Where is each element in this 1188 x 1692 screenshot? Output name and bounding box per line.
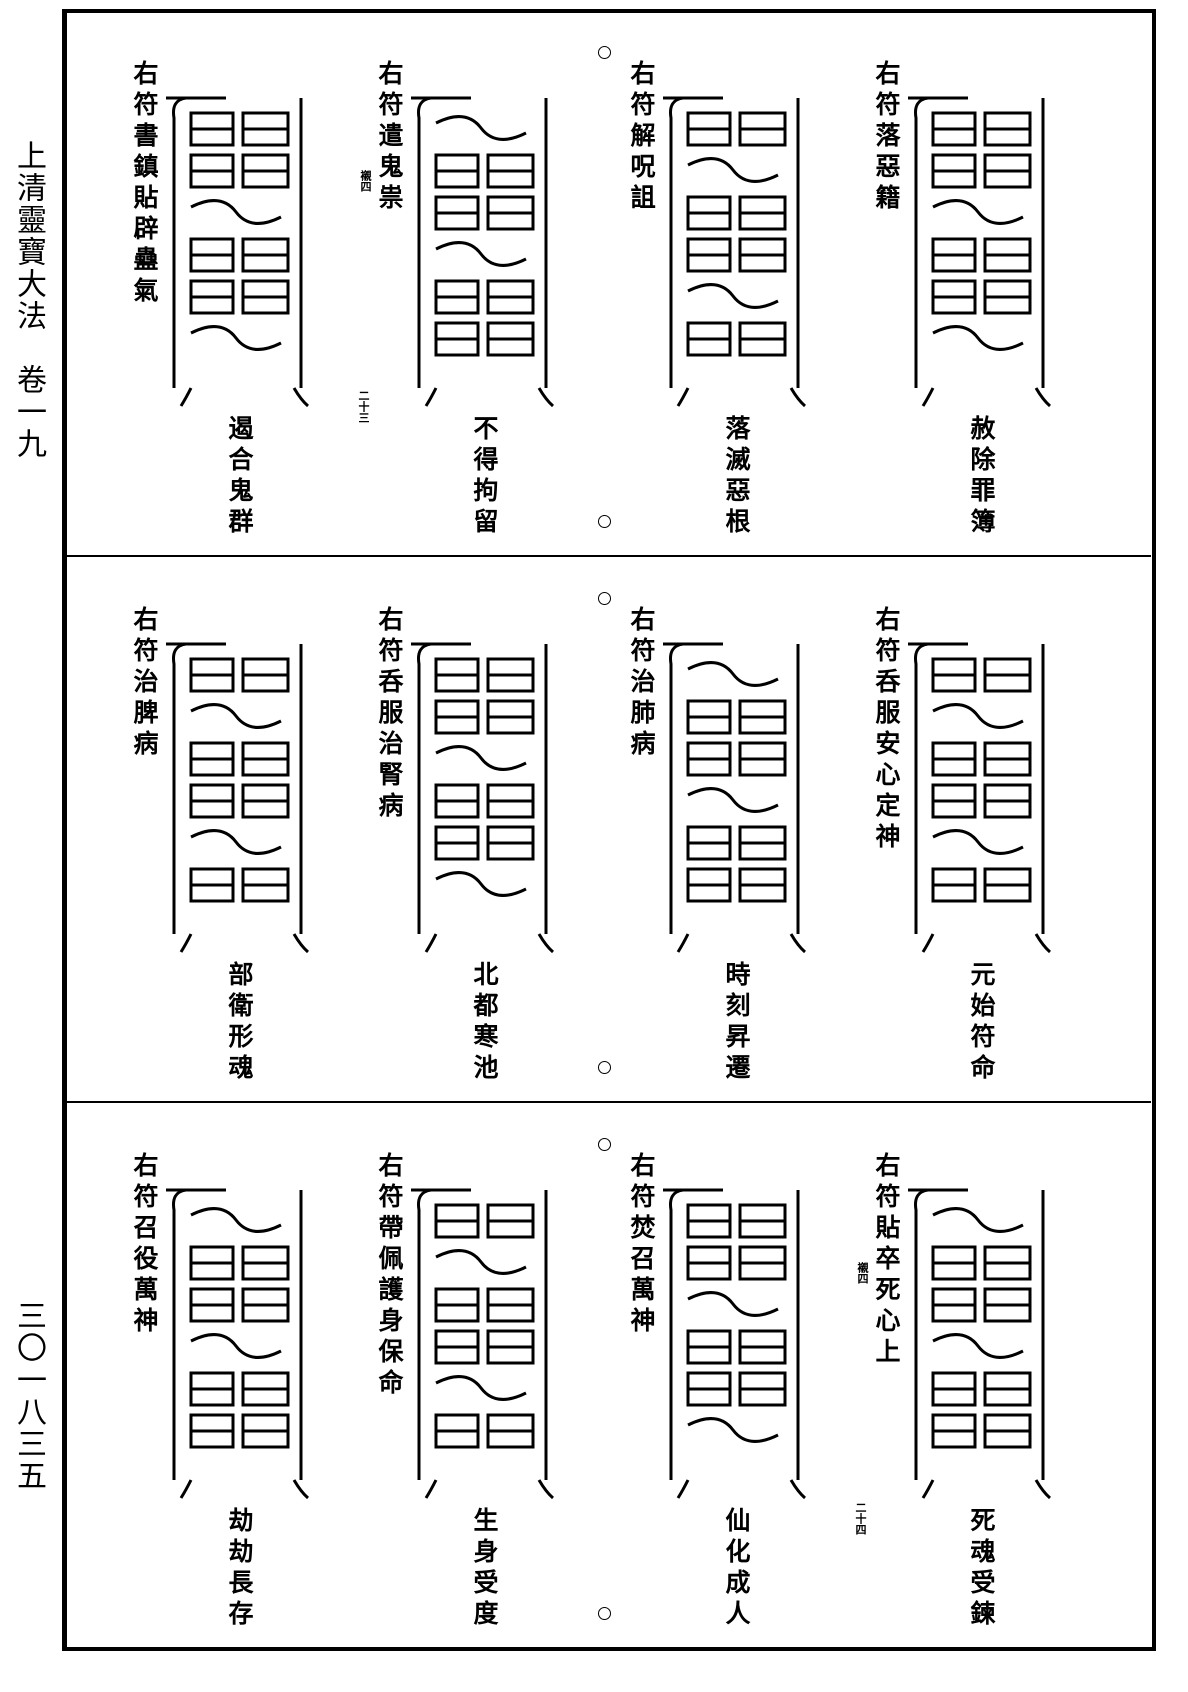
folio-mark: 二十三 [357,390,370,423]
talisman-note: 襯四 [856,1262,869,1284]
talisman-inscription: 劫劫長存 [225,1507,254,1631]
talisman-inscription: 仙化成人 [722,1507,751,1631]
section-circle-mark [598,515,611,528]
talisman-glyph [411,634,556,958]
talisman-caption: 右符解呪詛 [627,60,656,215]
section-circle-mark [598,1607,611,1620]
talisman-inscription: 生身受度 [470,1507,499,1631]
talisman-inscription: 死魂受鍊 [967,1507,996,1631]
row-divider [66,1101,1151,1103]
talisman-panel: 右符貼卒死心上死魂受鍊 襯四二十四 [854,1152,1108,1692]
talisman-glyph [908,88,1053,412]
talisman-glyph [166,634,311,958]
talisman-glyph [166,1180,311,1504]
talisman-caption: 右符治肺病 [627,606,656,761]
running-title: 上清靈寶大法 卷一九 [11,140,46,460]
folio-mark: 二十四 [854,1502,867,1535]
talisman-caption: 右符落惡籍 [872,60,901,215]
section-circle-mark [598,592,611,605]
talisman-glyph [166,88,311,412]
talisman-caption: 右符帶佩護身保命 [375,1152,404,1400]
talisman-inscription: 赦除罪簿 [967,415,996,539]
talisman-panel: 右符召役萬神劫劫長存 [126,1152,366,1692]
talisman-panel: 右符治肺病時刻昇遷 [623,606,863,1146]
row-divider [66,555,1151,557]
talisman-inscription: 部衛形魂 [225,961,254,1085]
talisman-panel: 右符書鎮貼辟蠱氣遏合鬼群 [126,60,366,600]
talisman-inscription: 元始符命 [967,961,996,1085]
talisman-glyph [908,1180,1053,1504]
talisman-glyph [411,1180,556,1504]
talisman-glyph [663,634,808,958]
talisman-panel: 右符落惡籍赦除罪簿 [868,60,1108,600]
talisman-glyph [663,88,808,412]
talisman-panel: 右符焚召萬神仙化成人 [623,1152,863,1692]
talisman-caption: 右符貼卒死心上 [872,1152,901,1369]
talisman-caption: 右符書鎮貼辟蠱氣 [130,60,159,308]
talisman-caption: 右符召役萬神 [130,1152,159,1338]
talisman-caption: 右符焚召萬神 [627,1152,656,1338]
talisman-caption: 右符呑服安心定神 [872,606,901,854]
talisman-inscription: 遏合鬼群 [225,415,254,539]
talisman-inscription: 時刻昇遷 [722,961,751,1085]
section-circle-mark [598,46,611,59]
talisman-glyph [411,88,556,412]
talisman-note: 襯四 [359,170,372,192]
talisman-inscription: 不得拘留 [470,415,499,539]
talisman-caption: 右符遣鬼祟 [375,60,404,215]
talisman-inscription: 落滅惡根 [722,415,751,539]
talisman-caption: 右符呑服治腎病 [375,606,404,823]
talisman-caption: 右符治脾病 [130,606,159,761]
talisman-glyph [663,1180,808,1504]
talisman-panel: 右符遣鬼祟不得拘留 襯四二十三 [357,60,611,600]
talisman-inscription: 北都寒池 [470,961,499,1085]
talisman-panel: 右符呑服安心定神元始符命 [868,606,1108,1146]
section-circle-mark [598,1138,611,1151]
talisman-panel: 右符治脾病部衛形魂 [126,606,366,1146]
page-frame [62,9,1156,1651]
page-number: 三〇一八三五 [11,1300,46,1492]
talisman-panel: 右符帶佩護身保命生身受度 [371,1152,611,1692]
talisman-glyph [908,634,1053,958]
section-circle-mark [598,1061,611,1074]
talisman-panel: 右符呑服治腎病北都寒池 [371,606,611,1146]
talisman-panel: 右符解呪詛落滅惡根 [623,60,863,600]
